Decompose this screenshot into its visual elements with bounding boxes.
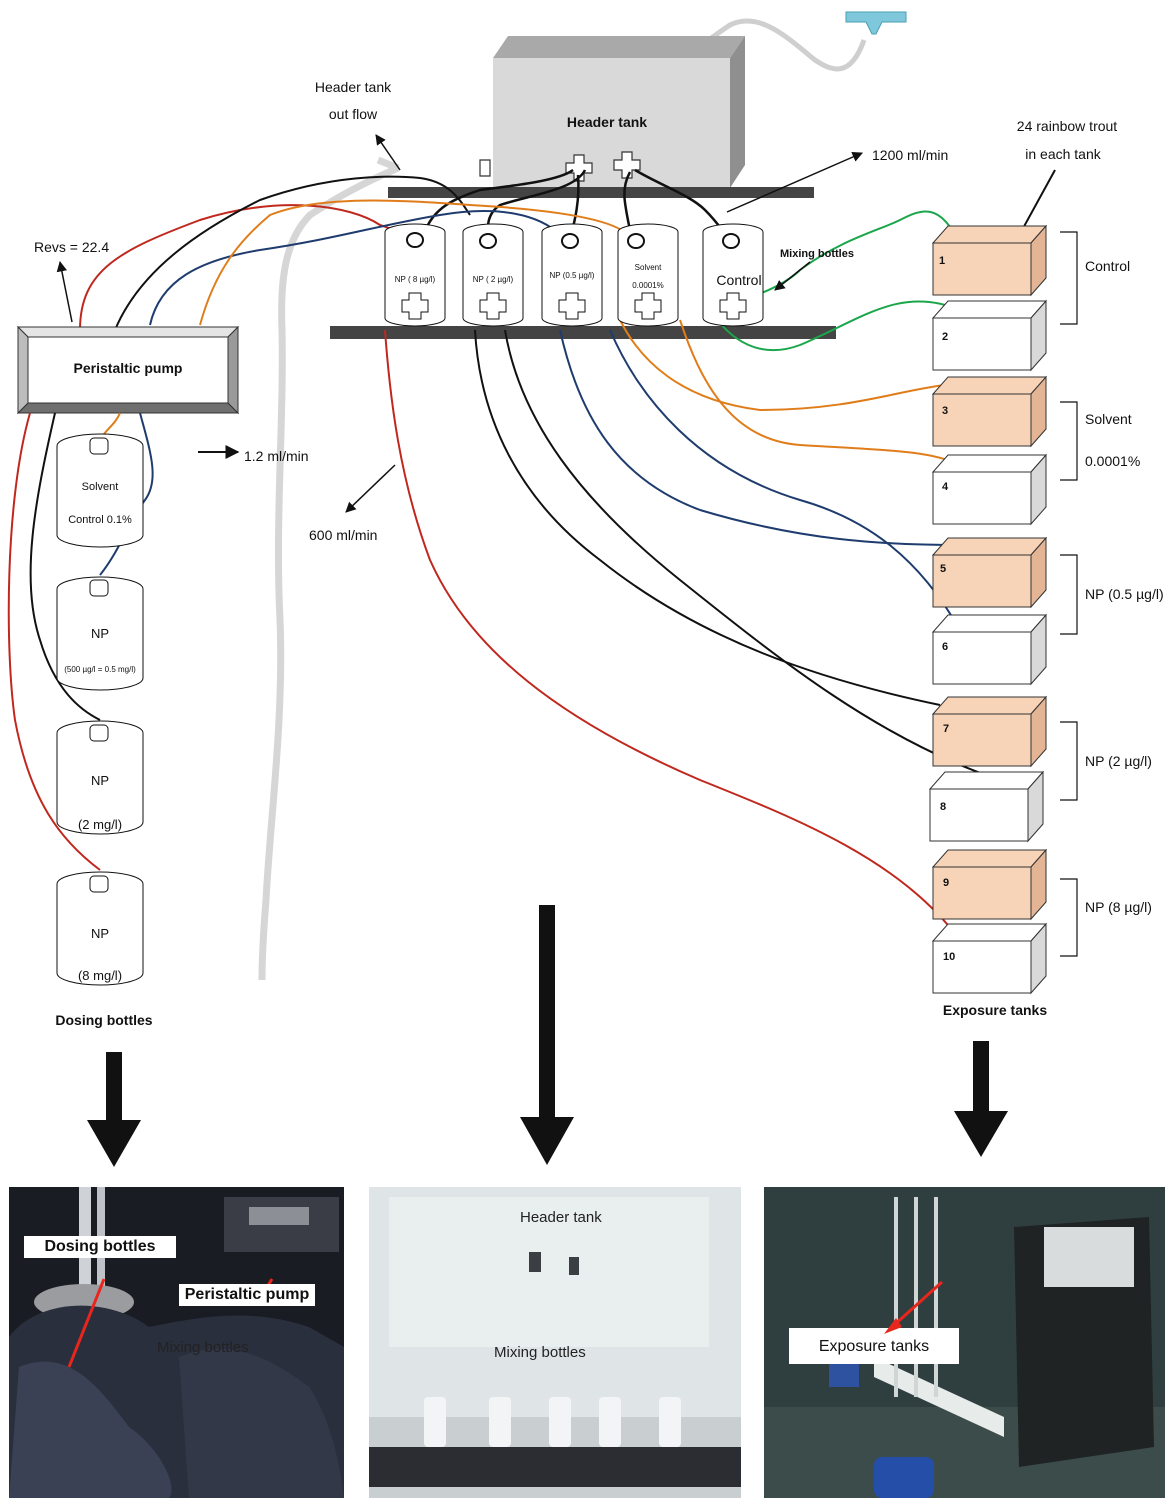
mixing-bottles-label: Mixing bottles [780,248,854,260]
header-flow-label: 1200 ml/min [872,147,948,163]
exposure-tank: 4 [933,455,1046,524]
photo-label-header: Header tank [520,1209,602,1226]
down-arrow-icon [954,1041,1008,1157]
pump-rate-label: 1.2 ml/min [244,448,309,464]
dosing-bottle-label: Control 0.1% [68,514,132,526]
mixing-bottle-label: NP (0.5 µg/l) [550,271,595,280]
group-label: NP (8 µg/l) [1085,899,1152,915]
mixing-bottle-label: Control [716,272,761,288]
dosing-bottle-label: NP [91,926,109,941]
dosing-bottle-label: (500 µg/l = 0.5 mg/l) [64,665,136,674]
photo-label-mixing: Mixing bottles [157,1339,249,1356]
dosing-bottle-label: (8 mg/l) [78,968,122,983]
group-label: Solvent [1085,411,1132,427]
pump-label: Peristaltic pump [74,360,183,376]
dosing-bottle: Solvent Control 0.1% [57,434,143,547]
group-label: NP (2 µg/l) [1085,753,1152,769]
photo-dosing-pump: Dosing bottles Peristaltic pump Mixing b… [9,1187,344,1498]
mixing-bottle: NP (0.5 µg/l) [542,224,602,326]
mixing-bottle: NP ( 2 µg/l) [463,224,523,326]
mixing-bottle: NP ( 8 µg/l) [385,224,445,326]
mixing-bottle: Control [703,224,763,326]
tank-number: 5 [940,563,946,575]
down-arrow-icon [87,1052,141,1167]
dosing-bottles: Solvent Control 0.1% NP (500 µg/l = 0.5 … [57,434,143,985]
exposure-tank: 9 [933,850,1046,919]
down-arrow-icon [520,905,574,1165]
mixing-bottle-label: NP ( 2 µg/l) [473,275,514,284]
tank-number: 10 [943,951,955,963]
tank-number: 9 [943,877,949,889]
dosing-bottles-title: Dosing bottles [55,1012,152,1028]
exposure-tank: 6 [933,615,1046,684]
tank-number: 2 [942,331,948,343]
photo-label-mixing-2: Mixing bottles [494,1344,586,1361]
dosing-bottle-label: NP [91,773,109,788]
exposure-tank: 7 [933,697,1046,766]
group-label: Control [1085,258,1130,274]
photo-exposure-tanks: Exposure tanks [764,1187,1165,1498]
exposure-tank: 2 [933,301,1046,370]
trout-label: in each tank [1025,146,1101,162]
mixing-bottle-label: Solvent [635,263,662,272]
tank-number: 1 [939,255,945,267]
dosing-bottle-label: Solvent [82,481,119,493]
tank-number: 7 [943,723,949,735]
exposure-tank: 3 [933,377,1046,446]
outflow-label: Header tank [315,79,392,95]
trout-label: 24 rainbow trout [1017,118,1118,134]
header-tank: Header tank [480,36,745,188]
group-label: 0.0001% [1085,453,1140,469]
mixing-bottle: Solvent 0.0001% [618,224,678,326]
tank-number: 4 [942,481,949,493]
dosing-bottle: NP (500 µg/l = 0.5 mg/l) [57,577,143,690]
revs-label: Revs = 22.4 [34,239,109,255]
photo-label-pump: Peristaltic pump [179,1284,315,1306]
arrow-icon [892,1282,942,1327]
exposure-tank: 1 [933,226,1046,295]
group-brackets [1060,232,1077,956]
tank-number: 3 [942,405,948,417]
peristaltic-pump: Peristaltic pump [18,327,238,413]
mix-flow-label: 600 ml/min [309,527,377,543]
mixing-bottle-label: 0.0001% [632,281,664,290]
photo-header-tank: Header tank Mixing bottles [369,1187,741,1498]
photo-label-dosing: Dosing bottles [24,1236,176,1258]
exposure-tank: 5 [933,538,1046,607]
outflow-hose [262,168,398,980]
inflow-funnel-icon [846,12,906,34]
dosing-bottle-label: (2 mg/l) [78,817,122,832]
tank-number: 6 [942,641,948,653]
lower-shelf [330,326,836,339]
mixing-bottles: NP ( 8 µg/l) NP ( 2 µg/l) NP (0.5 µg/l) … [385,224,763,326]
tank-number: 8 [940,801,946,813]
dosing-bottle-label: NP [91,626,109,641]
header-tank-label: Header tank [567,114,647,130]
group-label: NP (0.5 µg/l) [1085,586,1164,602]
mixing-bottle-label: NP ( 8 µg/l) [395,275,436,284]
exposure-tanks-title: Exposure tanks [943,1002,1047,1018]
outflow-label: out flow [329,106,378,122]
exposure-tank: 10 [933,924,1046,993]
exposure-tank: 8 [930,772,1043,841]
dosing-bottle: NP (2 mg/l) [57,721,143,834]
dosing-bottle: NP (8 mg/l) [57,872,143,985]
